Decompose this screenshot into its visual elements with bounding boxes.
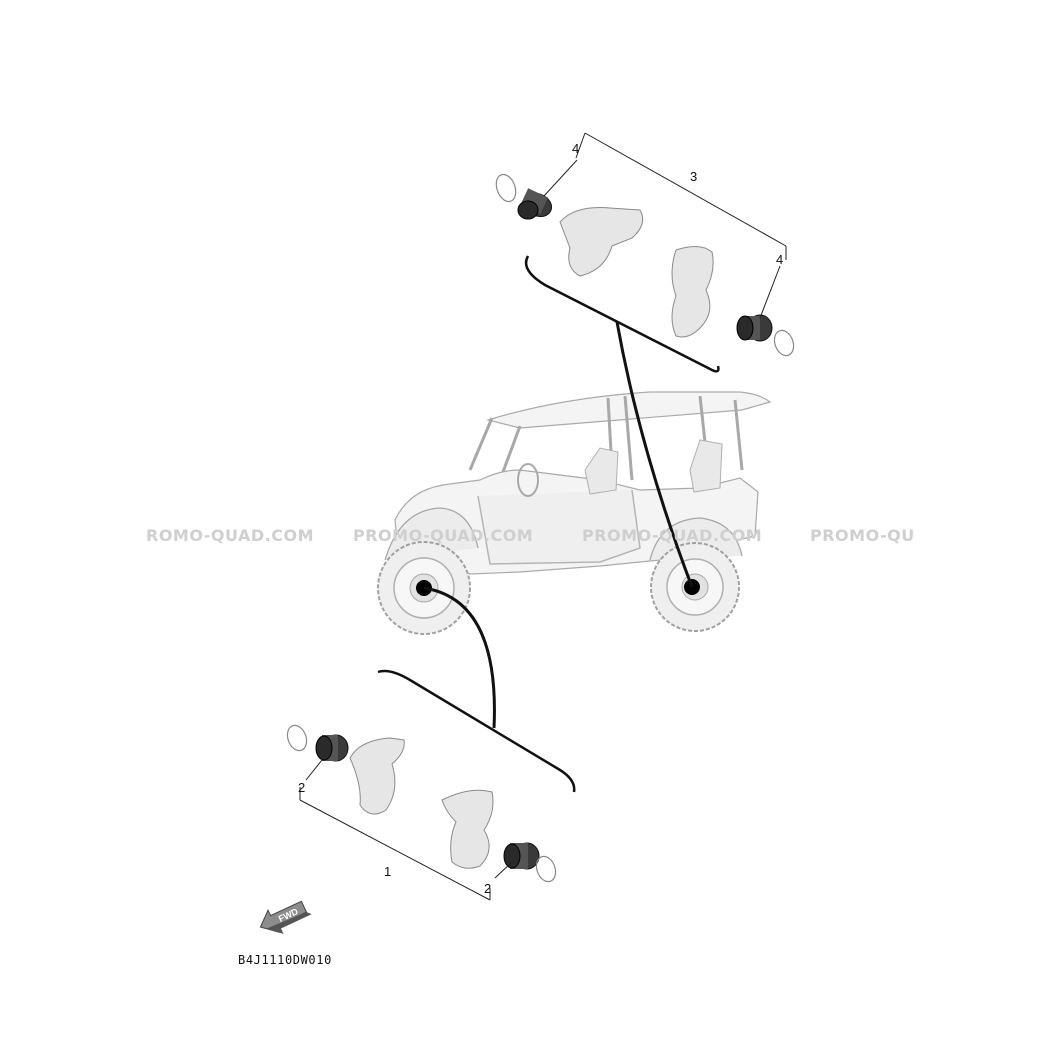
bearing-lower-right bbox=[503, 842, 540, 870]
watermark-text-4: PROMO-QU bbox=[810, 526, 915, 545]
watermark-text-1: ROMO-QUAD.COM bbox=[146, 526, 314, 545]
watermark-text-2: PROMO-QUAD.COM bbox=[353, 526, 533, 545]
oring-upper-right bbox=[773, 329, 795, 357]
bearing-upper-left bbox=[517, 188, 553, 220]
lower-parts-group bbox=[286, 669, 576, 901]
callout-upper-bearing-left: 4 bbox=[572, 141, 579, 156]
knuckle-lower-right bbox=[441, 789, 494, 869]
knuckle-upper-right bbox=[671, 246, 714, 338]
upper-parts-group bbox=[495, 132, 795, 373]
watermark-text-3: PROMO-QUAD.COM bbox=[582, 526, 762, 545]
watermark: ROMO-QUAD.COM PROMO-QUAD.COM PROMO-QUAD.… bbox=[146, 526, 915, 545]
callout-lower-bearing-right: 2 bbox=[484, 881, 491, 896]
diagram-code: B4J1110DW010 bbox=[238, 953, 332, 967]
callout-lower-bearing-left: 2 bbox=[298, 780, 305, 795]
oring-lower-left bbox=[286, 724, 308, 752]
knuckle-lower-left bbox=[349, 737, 405, 815]
bearing-lower-left bbox=[315, 734, 349, 762]
callout-lower-group: 1 bbox=[384, 864, 391, 879]
callout-upper-bearing-right: 4 bbox=[776, 252, 783, 267]
oring-upper-left bbox=[495, 173, 517, 203]
utv-vehicle-illustration bbox=[377, 391, 772, 635]
bearing-upper-right bbox=[736, 314, 773, 342]
front-link-line bbox=[423, 586, 496, 729]
fwd-arrow-icon: FWD bbox=[259, 900, 312, 934]
knuckle-upper-left bbox=[559, 207, 644, 277]
rear-link-line bbox=[615, 321, 694, 588]
oring-lower-right bbox=[535, 855, 557, 883]
callout-upper-group: 3 bbox=[690, 169, 697, 184]
